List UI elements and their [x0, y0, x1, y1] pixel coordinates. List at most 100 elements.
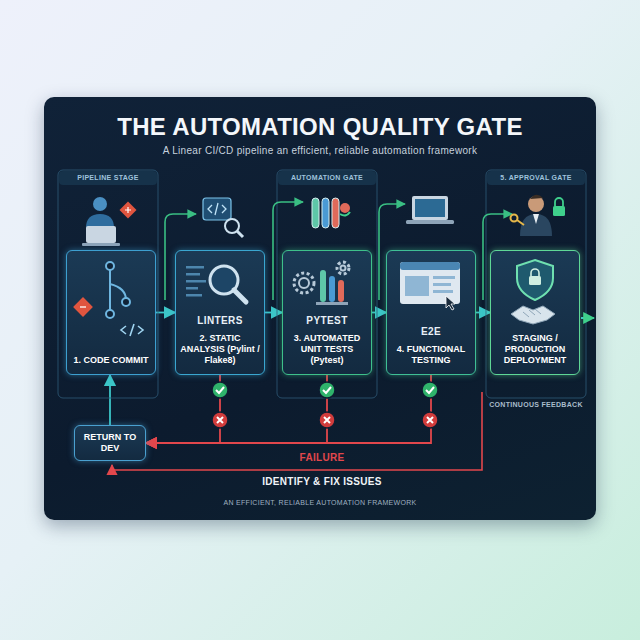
box-fill: [282, 250, 372, 375]
pass-check: [426, 387, 434, 393]
box-fill: [490, 250, 580, 375]
column-header-strip: [59, 171, 585, 185]
static-analysis-icon: [234, 290, 246, 302]
box-fill: [66, 250, 156, 375]
git-branch-icon: [109, 268, 111, 312]
gear-icon: [294, 273, 314, 293]
flow-arrow: [109, 375, 111, 425]
git-branch-icon: [122, 298, 130, 306]
step-name: 4. FUNCTIONAL TESTING: [391, 344, 471, 366]
fail-cross: [427, 417, 433, 423]
developer-icon: [120, 202, 137, 219]
code-review-icon: [225, 219, 239, 233]
fail-cross: [212, 412, 228, 428]
deployment-box: STAGING / PRODUCTION DEPLOYMENT: [490, 250, 580, 375]
browser-window-icon: [433, 283, 451, 286]
process-box: E2E4. FUNCTIONAL TESTING: [386, 250, 476, 375]
laptop-icon: [415, 199, 445, 217]
shield-icon: [529, 276, 541, 285]
developer-icon: [86, 214, 114, 228]
flow-arrow: [476, 312, 490, 314]
static-analysis-icon: [186, 266, 246, 302]
column-panel: [58, 170, 586, 398]
box-fill: [386, 250, 476, 375]
pass-check: [212, 382, 228, 398]
git-logo: [73, 297, 93, 317]
code-symbol: [121, 324, 143, 336]
failure-label: FAILURE: [262, 452, 382, 463]
handshake-icon: [511, 306, 555, 324]
fail-cross: [319, 412, 335, 428]
handshake-icon: [511, 306, 555, 324]
pass-check: [319, 382, 335, 398]
fail-cross: [324, 417, 330, 423]
code-symbol: [121, 324, 143, 336]
unit-test-tube: [316, 270, 348, 305]
subtitle: A Linear CI/CD pipeline an efficient, re…: [60, 145, 580, 156]
step-name: RETURN TO DEV: [79, 432, 141, 454]
browser-window-icon: [400, 262, 460, 310]
flow-arrow: [265, 312, 282, 314]
column-panel: [486, 170, 586, 398]
step-name: 3. AUTOMATED UNIT TESTS (Pytest): [287, 333, 367, 366]
column-header: 5. APPROVAL GATE: [488, 174, 584, 181]
static-analysis-icon: [186, 273, 200, 276]
feedback-loop-line: [483, 214, 512, 300]
failure-connector: [146, 375, 220, 443]
browser-window-icon: [433, 276, 455, 279]
footer-text: AN EFFICIENT, RELIABLE AUTOMATION FRAMEW…: [170, 499, 470, 506]
diagram-title: THE AUTOMATION QUALITY GATE: [60, 113, 580, 141]
pass-check: [212, 382, 438, 398]
approver-icon: [530, 195, 543, 199]
failure-connector: [146, 375, 431, 443]
fail-cross: [212, 412, 438, 428]
approver-icon: [555, 198, 563, 206]
test-tube-icon: [322, 198, 329, 228]
browser-window-icon: [400, 262, 460, 304]
shield-icon: [531, 269, 539, 276]
output-arrow: [581, 317, 594, 319]
developer-icon: [93, 197, 107, 211]
column-panel: [58, 170, 158, 398]
git-logo: [73, 297, 93, 317]
pass-check: [323, 387, 331, 393]
column-header-strip: [278, 171, 376, 185]
note-text: CONTINUOUS FEEDBACK: [481, 401, 591, 408]
fail-cross: [217, 417, 223, 423]
column-panel: [277, 170, 377, 398]
static-analysis-icon: [186, 287, 198, 290]
git-logo: [80, 306, 86, 307]
process-box: PYTEST 3. AUTOMATED UNIT TESTS (Pytest): [282, 250, 372, 375]
git-branch-icon: [106, 262, 130, 318]
developer-icon: [125, 207, 131, 213]
approver-icon: [511, 215, 518, 222]
process-box: 1. CODE COMMIT: [66, 250, 156, 375]
tool-name: PYTEST: [306, 315, 347, 326]
test-tube-icon: [340, 203, 350, 213]
browser-window-icon: [446, 296, 455, 310]
action-label: IDENTIFY & FIX ISSUES: [212, 476, 432, 487]
laptop-icon: [406, 196, 454, 224]
approver-icon: [517, 220, 524, 225]
static-analysis-icon: [186, 294, 202, 297]
developer-icon: [82, 197, 136, 246]
fail-cross: [422, 412, 438, 428]
shield-icon: [517, 260, 553, 300]
test-tube-icon: [332, 198, 339, 228]
browser-window-icon: [433, 290, 453, 293]
column-header: PIPELINE STAGE: [60, 174, 156, 181]
browser-window-icon: [400, 262, 460, 270]
developer-icon: [86, 226, 116, 243]
step-name: 2. STATIC ANALYSIS (Pylint / Flake8): [180, 333, 260, 366]
static-analysis-icon: [186, 280, 206, 283]
gear-icon: [337, 262, 349, 274]
unit-test-tube: [338, 280, 344, 302]
column-header: AUTOMATION GATE: [279, 174, 375, 181]
step-name: STAGING / PRODUCTION DEPLOYMENT: [495, 333, 575, 366]
column-header-strip: [59, 171, 157, 185]
developer-icon: [82, 243, 120, 246]
unit-test-tube: [320, 270, 326, 302]
gear-hub: [299, 278, 309, 288]
box-fill: [175, 250, 265, 375]
test-tube-icon: [312, 198, 350, 228]
